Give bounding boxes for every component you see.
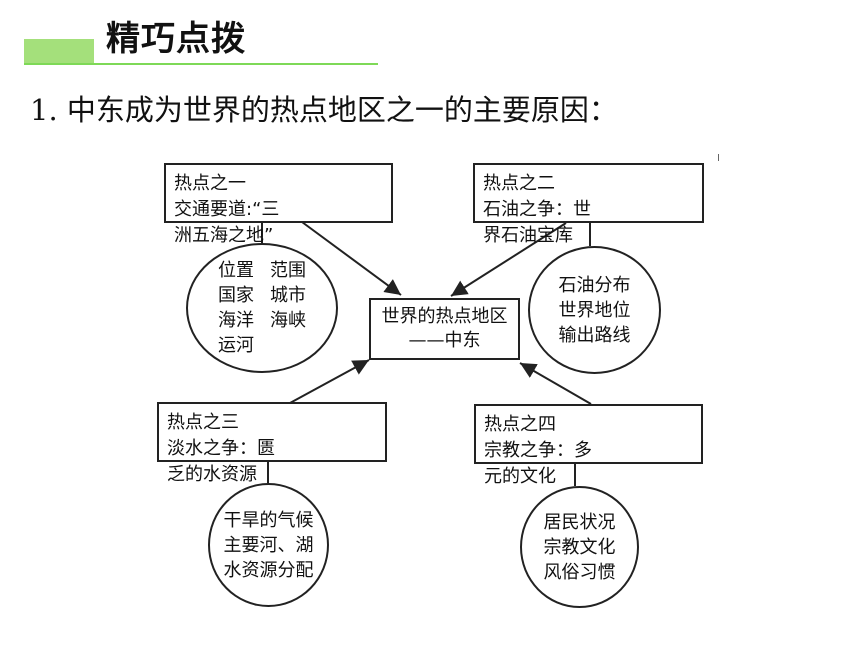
hotspot-two-label: 热点之二 (483, 173, 555, 194)
diagram-corner-tick (718, 154, 719, 161)
section-title: 精巧点拨 (106, 19, 246, 59)
detail-item: 干旱的气候 (223, 509, 314, 531)
arrow-three-to-center (289, 359, 370, 404)
center-title: 世界的热点地区 (381, 306, 508, 327)
detail-item: 运河 (218, 335, 254, 356)
detail-item: 风俗习惯 (543, 561, 616, 583)
detail-item: 居民状况 (543, 511, 616, 533)
hotspot-four-desc: 宗教之争：多元的文化 (484, 440, 592, 487)
question-number: 1. (30, 93, 58, 127)
question-line: 1. 中东成为世界的热点地区之一的主要原因： (30, 92, 618, 128)
detail-item: 城市 (270, 285, 306, 306)
title-accent-bar (24, 39, 94, 63)
detail-item: 国家 (218, 285, 254, 306)
detail-item: 位置 (218, 260, 254, 281)
detail-item: 海洋 (218, 310, 254, 331)
detail-item: 石油分布 (558, 274, 631, 296)
hotspot-three-circle: 干旱的气候 主要河、湖 水资源分配 (208, 483, 329, 607)
hotspot-one-label: 热点之一 (174, 173, 246, 194)
title-underline (24, 63, 378, 65)
detail-item: 水资源分配 (223, 559, 314, 581)
hotspot-one-desc: 交通要道:“三洲五海之地” (174, 199, 280, 246)
hotspot-one-circle: 位置 范围 国家 城市 海洋 海峡 运河 (186, 243, 338, 373)
detail-item: 世界地位 (558, 299, 631, 321)
center-subtitle: ——中东 (408, 330, 481, 351)
hotspot-two-circle: 石油分布 世界地位 输出路线 (528, 246, 661, 374)
hotspot-three-label: 热点之三 (167, 412, 239, 433)
hotspot-two-desc: 石油之争：世界石油宝库 (483, 199, 591, 246)
hotspot-four-circle: 居民状况 宗教文化 风俗习惯 (520, 486, 639, 608)
hotspot-one-box: 热点之一 交通要道:“三洲五海之地” (164, 163, 393, 246)
question-text: 中东成为世界的热点地区之一的主要原因： (66, 93, 618, 127)
detail-item: 范围 (270, 260, 306, 281)
hotspot-four-label: 热点之四 (484, 414, 556, 435)
detail-item: 海峡 (270, 310, 306, 331)
hotspot-two-box: 热点之二 石油之争：世界石油宝库 (473, 163, 704, 246)
detail-item: 宗教文化 (543, 536, 616, 558)
hotspot-three-box: 热点之三 淡水之争：匮乏的水资源 (157, 402, 387, 485)
detail-item: 输出路线 (558, 324, 631, 346)
center-hotspot-box: 世界的热点地区 ——中东 (369, 298, 520, 360)
hotspot-three-desc: 淡水之争：匮乏的水资源 (167, 438, 275, 485)
hotspot-four-box: 热点之四 宗教之争：多元的文化 (474, 404, 703, 487)
detail-item: 主要河、湖 (223, 534, 314, 556)
